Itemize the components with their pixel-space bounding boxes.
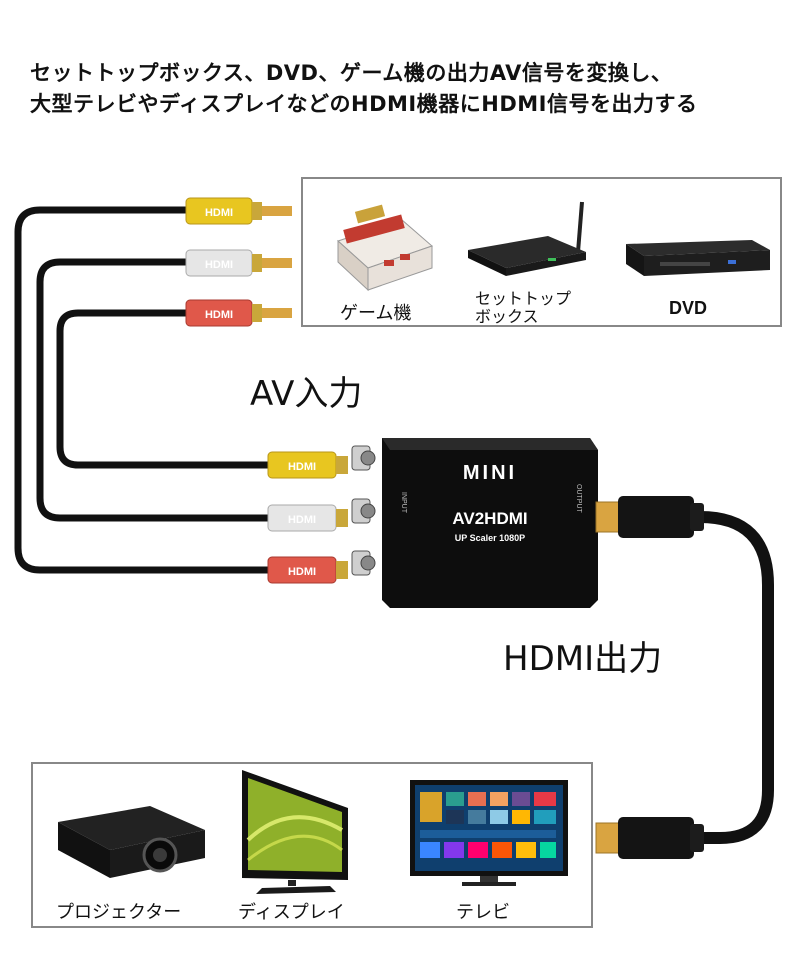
rca-plug-text: HDMI xyxy=(205,207,233,219)
tv-image xyxy=(410,780,568,886)
settop-box-label: セットトップ ボックス xyxy=(475,290,571,326)
tv-label: テレビ xyxy=(456,898,510,924)
rca-plugs-bottom: HDMI HDMI HDMI xyxy=(268,452,348,583)
rca-plug-text: HDMI xyxy=(205,259,233,271)
rca-cable-inner xyxy=(60,313,270,465)
rca-plug-text: HDMI xyxy=(205,309,233,321)
monitor-image xyxy=(242,770,348,894)
dvd-player-image xyxy=(626,240,770,276)
rca-plug-yellow-top: HDMI xyxy=(186,198,292,224)
projector-label: プロジェクター xyxy=(56,898,181,924)
dvd-label: DVD xyxy=(669,298,707,319)
rca-plug-text: HDMI xyxy=(288,461,316,473)
converter-model: AV2HDMI xyxy=(452,509,527,528)
rca-plug-red-top: HDMI xyxy=(186,300,292,326)
rca-plugs-top: HDMI HDMI HDMI xyxy=(186,198,292,326)
display-label: ディスプレイ xyxy=(238,898,345,924)
rca-plug-white-bottom: HDMI xyxy=(268,505,348,531)
converter-brand: MINI xyxy=(463,462,517,484)
rca-plug-text: HDMI xyxy=(288,514,316,526)
converter-subtitle: UP Scaler 1080P xyxy=(455,533,525,543)
rca-plug-text: HDMI xyxy=(288,566,316,578)
settop-box-label-line-1: セットトップ xyxy=(475,290,571,308)
input-port-label: INPUT xyxy=(400,492,407,514)
hdmi-output-label: HDMI出力 xyxy=(503,631,662,680)
av2hdmi-converter: MINI AV2HDMI UP Scaler 1080P INPUT OUTPU… xyxy=(352,438,598,608)
output-port-label: OUTPUT xyxy=(575,484,582,514)
rca-plug-red-bottom: HDMI xyxy=(268,557,348,583)
av-input-label: AV入力 xyxy=(250,366,362,415)
rca-plug-white-top: HDMI xyxy=(186,250,292,276)
projector-image xyxy=(58,806,205,878)
settop-box-image xyxy=(468,202,586,276)
settop-box-label-line-2: ボックス xyxy=(475,308,571,326)
game-console-label: ゲーム機 xyxy=(340,299,411,325)
rca-plug-yellow-bottom: HDMI xyxy=(268,452,348,478)
game-console-image xyxy=(338,205,432,290)
